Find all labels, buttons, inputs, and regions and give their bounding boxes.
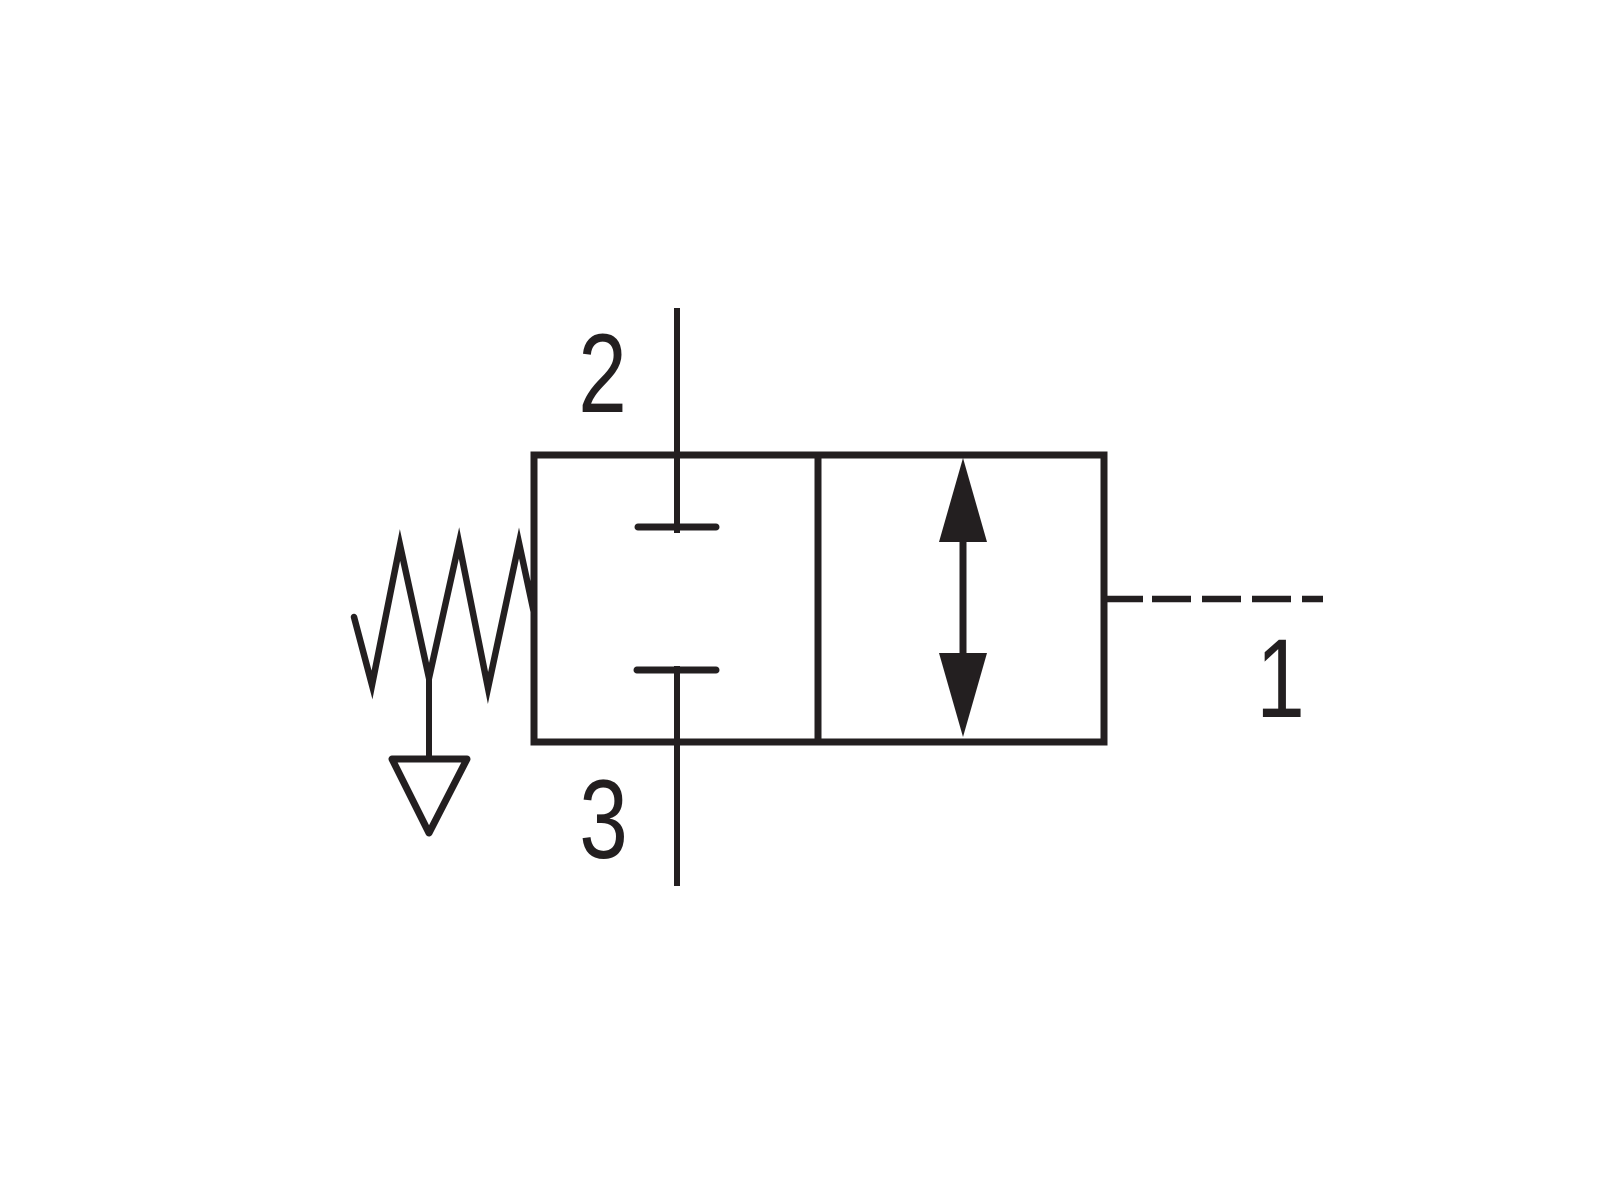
right-position-box: [939, 458, 987, 737]
port-3-label: 3: [579, 758, 628, 883]
spring-zigzag: [350, 527, 538, 705]
flow-arrow-head-down: [939, 653, 987, 737]
flow-arrow-head-up: [939, 458, 987, 542]
blocked-port-top-icon: [634, 308, 720, 533]
left-position-box: [633, 308, 720, 886]
two-way-flow-arrow-icon: [939, 458, 987, 737]
port-2-label: 2: [578, 312, 627, 437]
blocked-port-bottom-icon: [633, 666, 720, 886]
exhaust-vent-triangle-icon: [388, 755, 471, 837]
exhaust-vent-icon: [388, 678, 471, 837]
valve-body: [530, 451, 1108, 746]
port-1-label: 1: [1256, 617, 1305, 742]
spring-return-icon: [350, 527, 538, 705]
